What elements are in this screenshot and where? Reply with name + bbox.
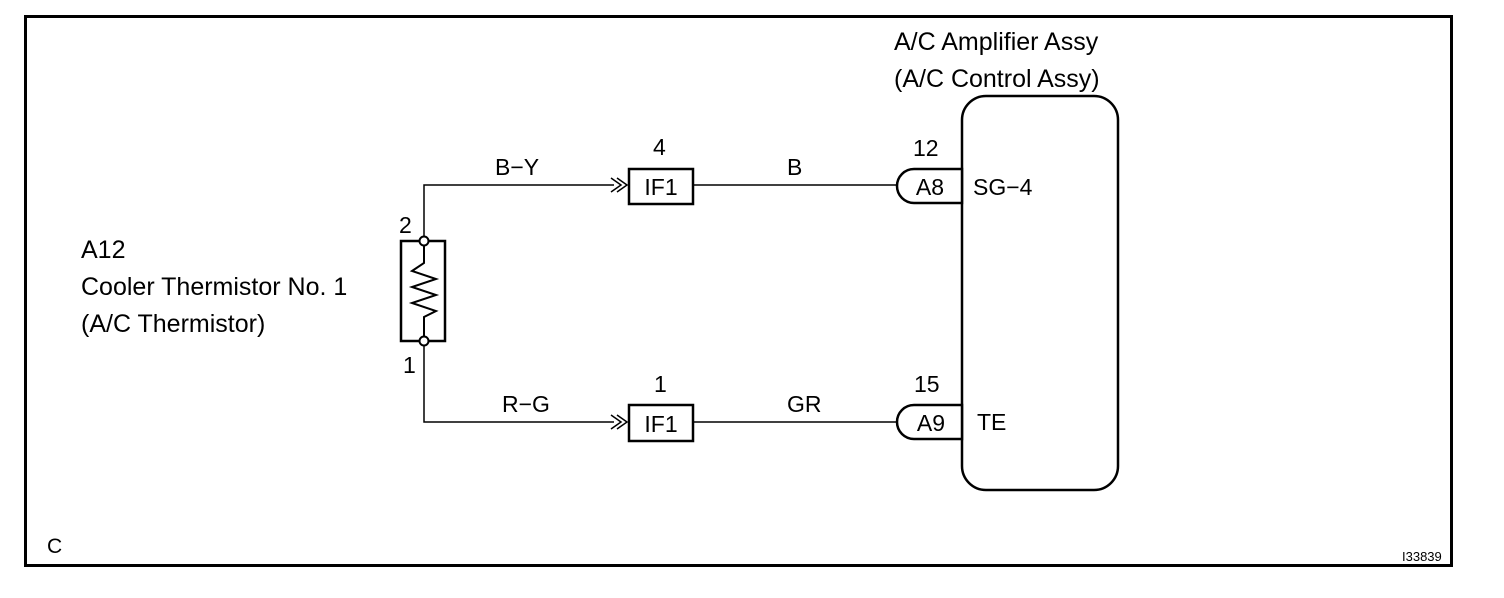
thermistor-name-line2: (A/C Thermistor) xyxy=(81,310,265,338)
thermistor-code: A12 xyxy=(81,236,125,264)
lower-connector-pin: 1 xyxy=(654,371,667,397)
lower-wire-left xyxy=(423,345,614,423)
amplifier-box xyxy=(960,94,1120,492)
upper-connector-arrow xyxy=(610,177,623,193)
lower-terminal-pin: 15 xyxy=(914,371,940,397)
upper-wire-left-color: B−Y xyxy=(495,154,539,180)
resistor-symbol xyxy=(408,241,440,341)
upper-wire-right-color: B xyxy=(787,154,802,180)
diagram-frame xyxy=(24,15,1453,567)
lower-connector-arrow xyxy=(610,414,623,430)
lower-connector-label: IF1 xyxy=(644,411,677,437)
upper-connector-pin: 4 xyxy=(653,134,666,160)
lower-terminal xyxy=(895,403,964,441)
thermistor-pin-top xyxy=(418,235,430,247)
upper-connector-box xyxy=(627,167,695,206)
upper-terminal xyxy=(895,167,964,205)
amplifier-name-line2: (A/C Control Assy) xyxy=(894,65,1100,93)
upper-terminal-name: SG−4 xyxy=(973,174,1033,200)
thermistor-name-line1: Cooler Thermistor No. 1 xyxy=(81,273,347,301)
amplifier-name-line1: A/C Amplifier Assy xyxy=(894,28,1099,56)
upper-wire-left xyxy=(423,184,614,237)
thermistor-pin-bottom-label: 1 xyxy=(403,352,416,378)
upper-terminal-connector: A8 xyxy=(916,174,944,200)
thermistor-pin-bottom xyxy=(418,335,430,347)
figure-id: I33839 xyxy=(1402,549,1442,564)
upper-connector-arrow2 xyxy=(616,177,629,193)
lower-wire-left-color: R−G xyxy=(502,391,550,417)
lower-connector-arrow2 xyxy=(616,414,629,430)
lower-terminal-name: TE xyxy=(977,409,1006,435)
thermistor-pin-top-label: 2 xyxy=(399,212,412,238)
upper-terminal-pin: 12 xyxy=(913,135,939,161)
lower-terminal-connector: A9 xyxy=(917,410,945,436)
lower-connector-box xyxy=(627,403,695,443)
upper-connector-label: IF1 xyxy=(644,174,677,200)
corner-label: C xyxy=(47,535,62,558)
lower-wire-right-color: GR xyxy=(787,391,822,417)
